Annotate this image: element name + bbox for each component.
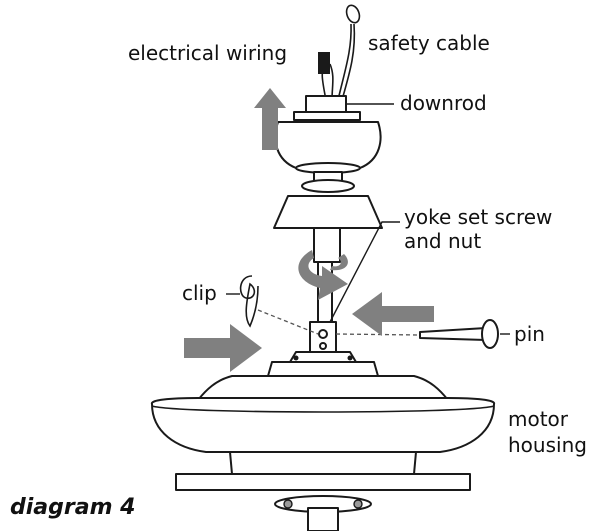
rotate-arrow-icon <box>298 250 348 300</box>
electrical-wiring-label: electrical wiring <box>128 41 287 65</box>
pin <box>419 319 499 349</box>
safety-cable <box>337 4 361 101</box>
motor-housing-label-line1: motor <box>508 407 569 431</box>
safety-cable-label: safety cable <box>368 31 490 55</box>
motor-housing-label-line2: housing <box>508 433 587 457</box>
canopy <box>274 121 382 193</box>
pin-guide-line <box>335 333 421 336</box>
yoke-label-line2: and nut <box>404 229 481 253</box>
motor-housing <box>150 375 496 531</box>
diagram-caption: diagram 4 <box>10 495 135 520</box>
clip <box>239 275 259 328</box>
pin-label: pin <box>514 322 545 346</box>
yoke <box>309 321 337 353</box>
clip-label: clip <box>182 281 217 305</box>
downrod-label: downrod <box>400 91 487 115</box>
clip-guide-line <box>257 309 319 335</box>
left-arrow-icon <box>352 292 434 336</box>
downrod-collar <box>293 95 361 121</box>
yoke-leader <box>329 221 400 323</box>
up-arrow-icon <box>254 88 286 150</box>
yoke-label-line1: yoke set screw <box>404 205 552 229</box>
coupling-cover <box>273 195 383 263</box>
right-arrow-icon <box>184 324 262 372</box>
electrical-wiring <box>318 52 334 101</box>
motor-hub <box>267 351 379 377</box>
